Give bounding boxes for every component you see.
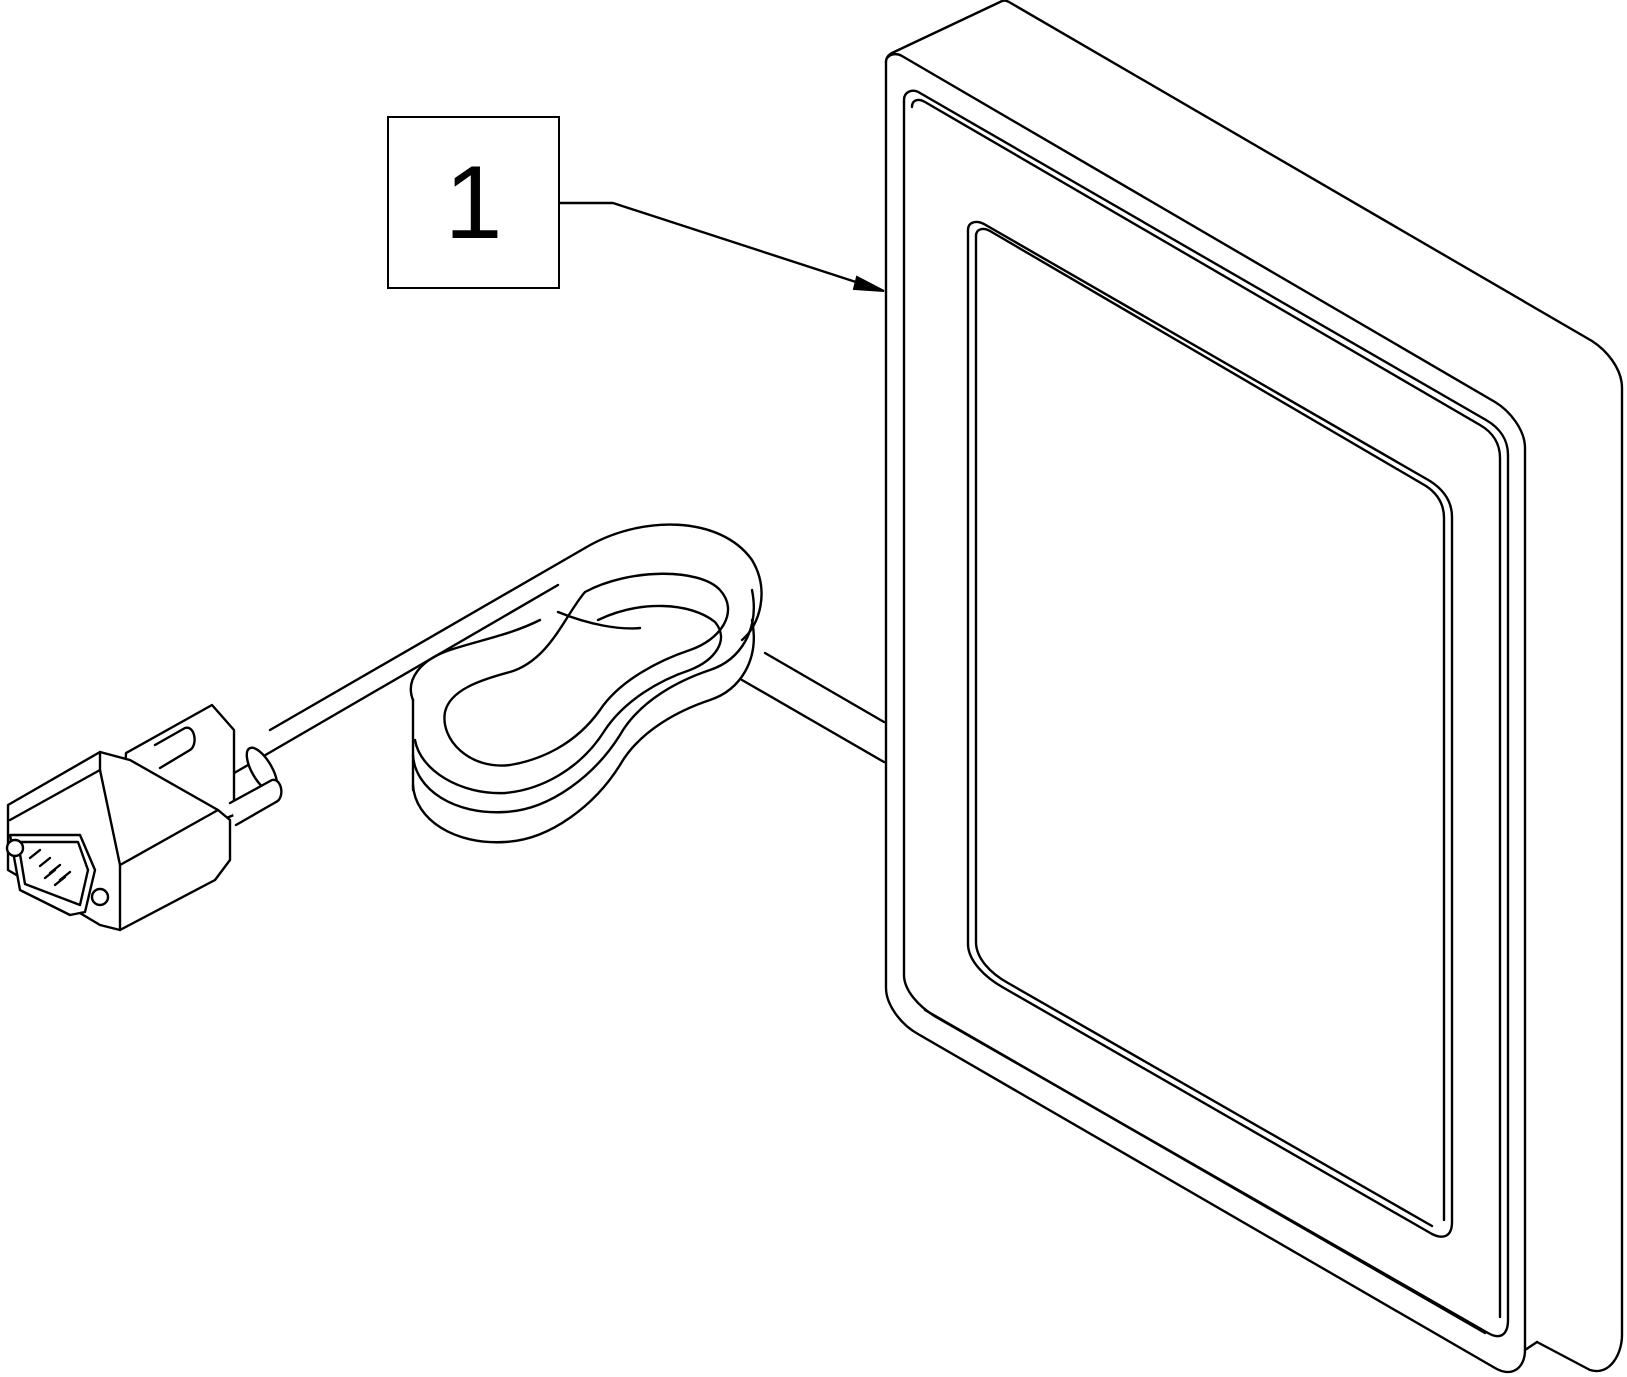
callout-box: 1 (387, 116, 560, 289)
cable-straight-run (260, 546, 886, 764)
db9-connector (5, 703, 283, 932)
reader-panel (884, 0, 1624, 1374)
leader-arrowhead (852, 275, 885, 292)
coiled-cable (409, 523, 763, 844)
callout-leader (558, 201, 885, 292)
callout-number: 1 (444, 144, 503, 261)
